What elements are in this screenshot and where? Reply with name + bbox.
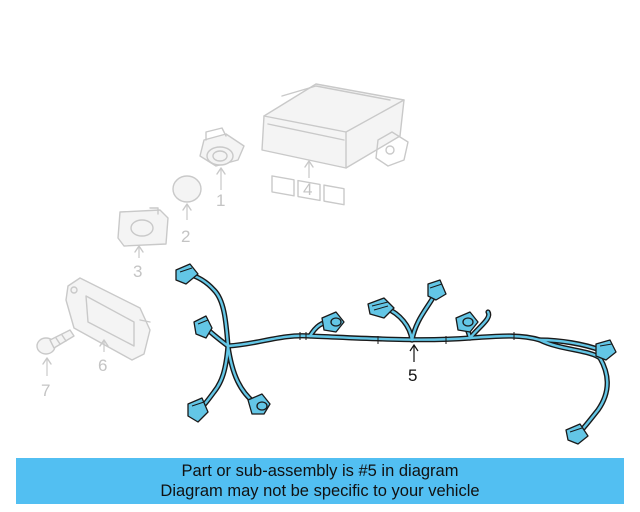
part-5-wiring-harness[interactable] [175, 263, 617, 445]
callout-1[interactable]: 1 [216, 191, 225, 210]
part-2-sensor-ring[interactable] [172, 175, 202, 203]
harness-connector-left-low [187, 397, 209, 423]
harness-connector-top-center [427, 279, 447, 301]
part-4-control-module[interactable] [261, 83, 409, 206]
callout-4[interactable]: 4 [303, 180, 312, 199]
harness-connector-center-left [321, 311, 345, 333]
banner-line-2: Diagram may not be specific to your vehi… [160, 482, 480, 500]
harness-connector-center [367, 297, 395, 319]
callout-5[interactable]: 5 [408, 366, 417, 385]
part-3-sensor-bracket[interactable] [117, 207, 169, 247]
harness-connector-bottom [247, 393, 271, 415]
part-1-parking-sensor[interactable] [199, 127, 245, 167]
callout-6[interactable]: 6 [98, 356, 107, 375]
harness-connector-top-left [175, 263, 199, 285]
harness-connector-center-right [455, 311, 479, 333]
harness-connector-bottom-right [565, 423, 589, 445]
info-banner: Part or sub-assembly is #5 in diagram Di… [16, 458, 624, 504]
part-6-sensor-module[interactable] [65, 277, 151, 361]
banner-line-1: Part or sub-assembly is #5 in diagram [181, 462, 459, 480]
callout-3[interactable]: 3 [133, 262, 142, 281]
harness-connector-right [595, 339, 617, 361]
part-7-push-pin[interactable] [36, 329, 75, 355]
callout-2[interactable]: 2 [181, 227, 190, 246]
harness-connector-left-mid [193, 315, 213, 339]
callout-7[interactable]: 7 [41, 381, 50, 400]
